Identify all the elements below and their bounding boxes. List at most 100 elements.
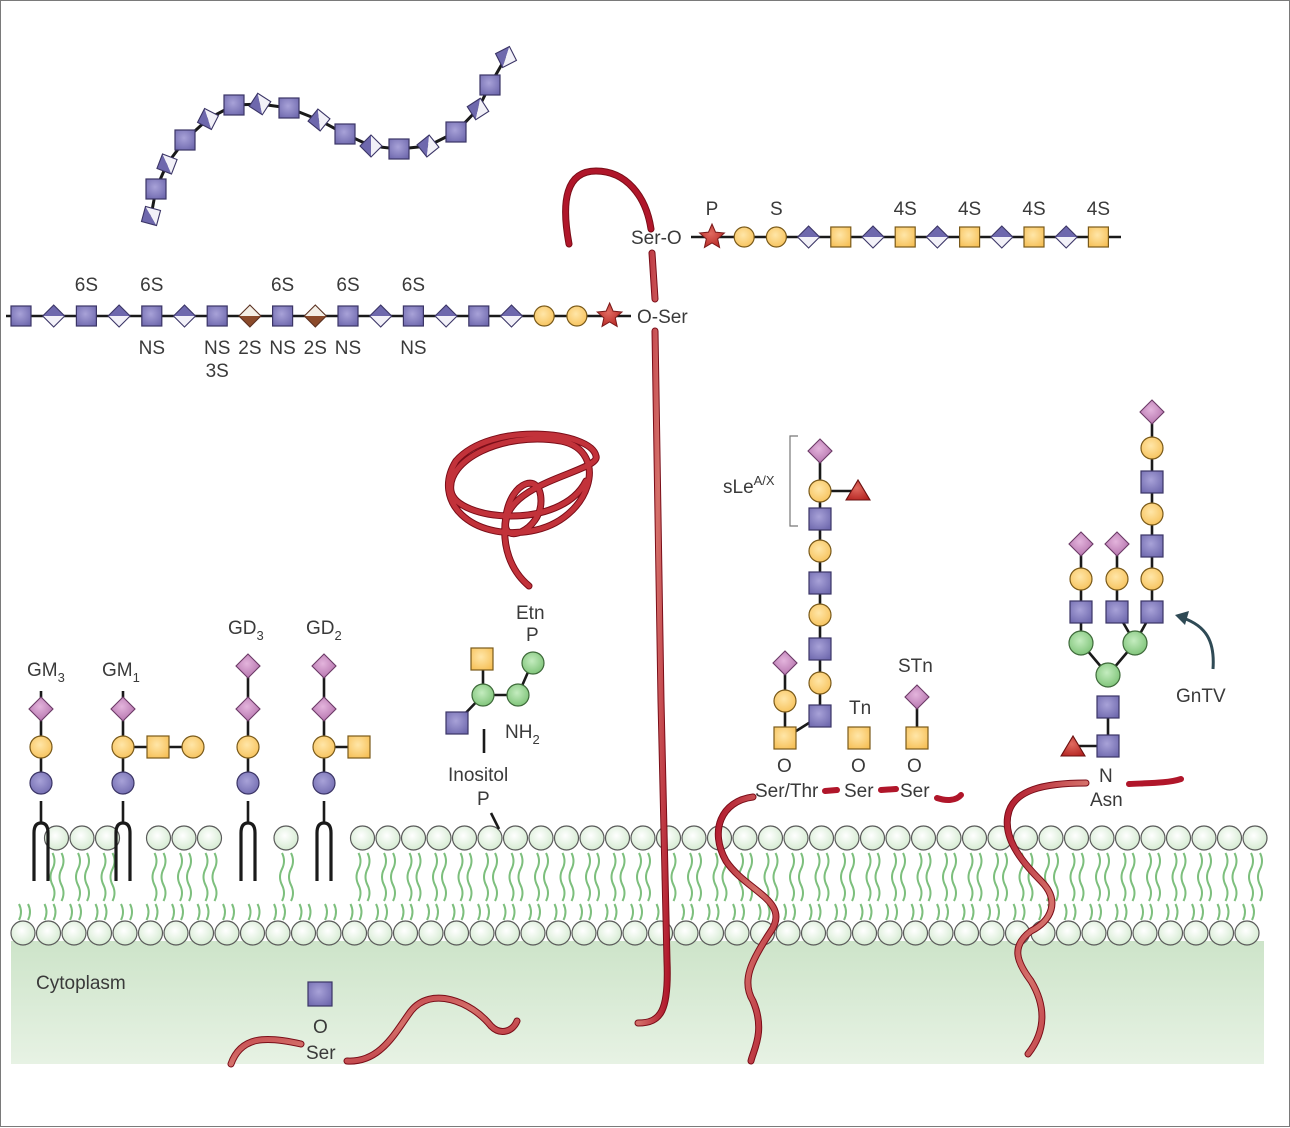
galactose-circle-icon	[533, 305, 555, 327]
mucin-protein	[714, 786, 964, 1065]
glcnac-square-icon	[808, 704, 832, 728]
lipid-tail	[1191, 903, 1204, 921]
glcnac-square-icon	[445, 711, 469, 735]
sialic-acid-diamond-icon	[1104, 531, 1130, 557]
hs-sulfation-label: 6S	[402, 275, 425, 296]
galnac-square-icon	[1087, 226, 1110, 248]
galnac-square-icon	[470, 647, 494, 671]
lipid-head-icon	[953, 920, 980, 946]
mucin-o-label-1: O	[777, 756, 792, 777]
lipid-head-icon	[171, 825, 197, 851]
lipid-head-icon	[1132, 920, 1158, 946]
glucose-circle-icon	[236, 771, 260, 795]
lipid-tail	[1089, 903, 1102, 921]
glcnac-square-icon	[1140, 600, 1164, 624]
sle-bracket	[789, 435, 798, 527]
lipid-head-icon	[961, 825, 988, 851]
glcua-diamond-icon	[108, 316, 131, 327]
mannose-circle-icon	[1122, 630, 1148, 656]
glcua-diamond-icon	[925, 225, 950, 249]
glycolipid-label-gd2: GD2	[306, 618, 342, 643]
glcua-diamond-icon	[926, 226, 949, 237]
glcnac-square-icon	[1096, 695, 1120, 719]
cytoplasmic-protein	[227, 994, 521, 1068]
lipid-tail	[865, 852, 881, 902]
lipid-tail	[1114, 903, 1128, 921]
glcua-diamond-icon	[466, 97, 490, 121]
glcnac-square-icon	[223, 94, 245, 116]
sialic-acid-diamond-icon	[904, 684, 930, 710]
glcua-diamond-icon	[434, 304, 458, 328]
lipid-tail	[381, 852, 396, 902]
lipid-bilayer	[10, 821, 1268, 946]
mucin-o-label-2: O	[851, 756, 866, 777]
galnac-square-icon	[830, 226, 852, 248]
lipid-head-icon	[596, 920, 623, 946]
glcnac-square-icon	[1105, 600, 1129, 624]
lipid-tail	[349, 903, 363, 921]
hs-sulfation-label: NS	[400, 338, 426, 359]
glcua-diamond-icon	[926, 237, 949, 248]
glcua-diamond-icon	[499, 304, 524, 328]
proteoglycan-core-protein	[563, 168, 654, 247]
lipid-tail	[534, 852, 549, 902]
lipid-tail	[1140, 903, 1153, 921]
lipid-tail	[789, 852, 804, 902]
glcnac-square-icon	[808, 637, 832, 661]
glcnac-square-icon	[1069, 600, 1093, 624]
sialic-acid-diamond-icon	[235, 653, 261, 679]
lipid-head-icon	[1106, 920, 1133, 946]
glcua-diamond-icon	[140, 205, 162, 227]
galnac-square-icon	[894, 226, 916, 248]
lipid-head-icon	[571, 920, 597, 946]
lipid-head-icon	[859, 825, 886, 851]
hs-sulfation-label: 6S	[336, 275, 359, 296]
xylose-star-icon	[698, 222, 726, 249]
lipid-head-icon	[35, 920, 62, 946]
lipid-tail	[196, 903, 210, 921]
glcua-diamond-icon	[359, 134, 383, 158]
lipid-tail	[961, 903, 975, 921]
galactose-circle-icon	[236, 735, 260, 759]
fucose-triangle-icon	[845, 478, 871, 501]
lipid-head-icon	[477, 825, 503, 851]
galactose-circle-icon	[773, 689, 797, 713]
glcnac-square-icon	[206, 305, 228, 327]
sialic-acid-diamond-icon	[772, 650, 798, 676]
lipid-head-icon	[451, 825, 478, 851]
gpi-p-label: P	[526, 625, 539, 646]
lipid-head-icon	[1055, 920, 1082, 946]
lipid-tail	[483, 852, 498, 902]
lipid-head-icon	[43, 825, 70, 851]
glcnac-square-icon	[402, 305, 424, 327]
lipid-head-icon	[1165, 825, 1192, 851]
lipid-tail	[1222, 852, 1238, 902]
lipid-head-icon	[826, 920, 852, 946]
lipid-head-icon	[86, 920, 113, 946]
lipid-tail	[355, 852, 371, 902]
xylose-star-icon	[596, 301, 624, 328]
lipid-head-icon	[265, 920, 291, 946]
glcua-diamond-icon	[1055, 237, 1078, 248]
galactose-circle-icon	[29, 735, 53, 759]
glcua-diamond-icon	[797, 237, 820, 248]
galactose-circle-icon	[808, 671, 832, 695]
lipid-tail	[732, 903, 745, 921]
lipid-tail	[910, 903, 924, 921]
galactose-circle-icon	[181, 735, 205, 759]
lipid-tail	[891, 852, 906, 902]
lipid-tail	[706, 903, 720, 921]
lipid-head-icon	[579, 825, 605, 851]
idoa-diamond-icon	[238, 316, 261, 327]
glcua-diamond-icon	[797, 226, 820, 237]
lipid-head-icon	[1216, 825, 1243, 851]
lipid-tail	[585, 852, 600, 902]
lipid-tail	[859, 903, 873, 921]
lipid-head-icon	[1191, 825, 1217, 851]
lipid-head-icon	[341, 920, 368, 946]
glcnac-square-icon	[808, 507, 832, 531]
lipid-tail	[834, 903, 847, 921]
galactose-circle-icon	[733, 226, 755, 248]
glcua-diamond-icon	[42, 305, 65, 316]
glucose-circle-icon	[111, 771, 135, 795]
